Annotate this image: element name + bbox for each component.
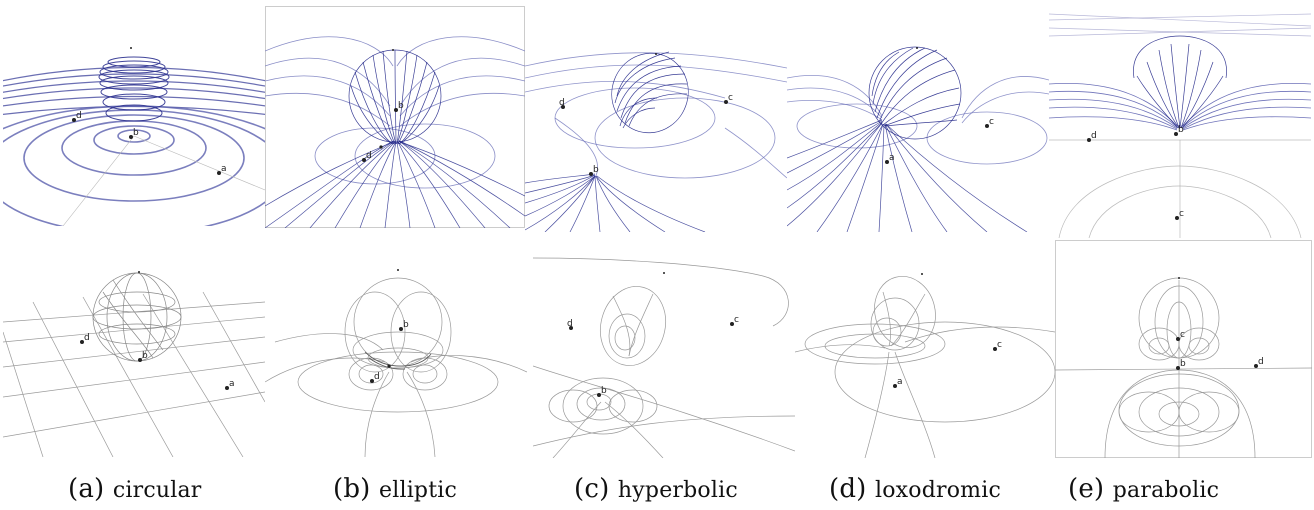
svg-text:c: c [728,93,733,103]
panel-e-grid: c b d [1055,240,1312,458]
point-label-a: a [221,164,227,174]
svg-text:d: d [567,319,573,329]
svg-text:c: c [1179,209,1184,219]
svg-text:b: b [601,386,607,396]
svg-text:d: d [374,372,380,382]
svg-text:a: a [229,379,235,389]
caption-e: (e) parabolic [1068,474,1219,504]
svg-text:b: b [398,101,404,111]
panel-a-flow: d b a [3,47,265,226]
panel-b-flow: b d [265,6,525,228]
caption-b: (b) elliptic [333,474,457,504]
svg-text:b: b [1178,125,1184,135]
svg-text:c: c [734,315,739,325]
caption-d: (d) loxodromic [829,474,1001,504]
svg-text:c: c [997,340,1002,350]
svg-text:a: a [897,377,903,387]
caption-d-tag: (d) [829,474,867,504]
point-label-b: b [133,128,139,138]
caption-a-tag: (a) [68,474,105,504]
point-label-d: d [76,111,82,121]
svg-text:b: b [593,165,599,175]
caption-c-tag: (c) [574,474,610,504]
caption-d-name: loxodromic [875,478,1001,503]
point-d [72,118,76,122]
caption-b-name: elliptic [379,478,458,503]
svg-text:c: c [989,117,994,127]
caption-a-name: circular [112,478,202,503]
svg-text:d: d [84,333,90,343]
svg-text:b: b [1180,359,1186,369]
caption-b-tag: (b) [333,474,371,504]
panel-c-flow: d c b [525,51,787,232]
caption-a: (a) circular [68,474,202,504]
svg-text:c: c [1180,330,1185,340]
point-a [217,171,221,175]
svg-text:d: d [1091,131,1097,141]
panel-b-grid: b d [265,269,527,457]
panel-e-flow: d b c [1049,13,1311,238]
svg-text:a: a [889,153,895,163]
caption-e-name: parabolic [1112,478,1220,503]
svg-text:d: d [366,151,372,161]
caption-c-name: hyperbolic [617,478,738,503]
panel-d-grid: a c [795,273,1055,458]
svg-text:b: b [142,351,148,361]
svg-text:d: d [559,98,565,108]
panel-c-grid: d c b [533,257,795,458]
svg-text:d: d [1258,357,1264,367]
svg-text:b: b [403,320,409,330]
caption-c: (c) hyperbolic [574,474,738,504]
panel-a-grid: d b a [3,271,265,457]
panel-d-flow: a c [787,46,1049,232]
caption-e-tag: (e) [1068,474,1105,504]
point-b [129,135,133,139]
